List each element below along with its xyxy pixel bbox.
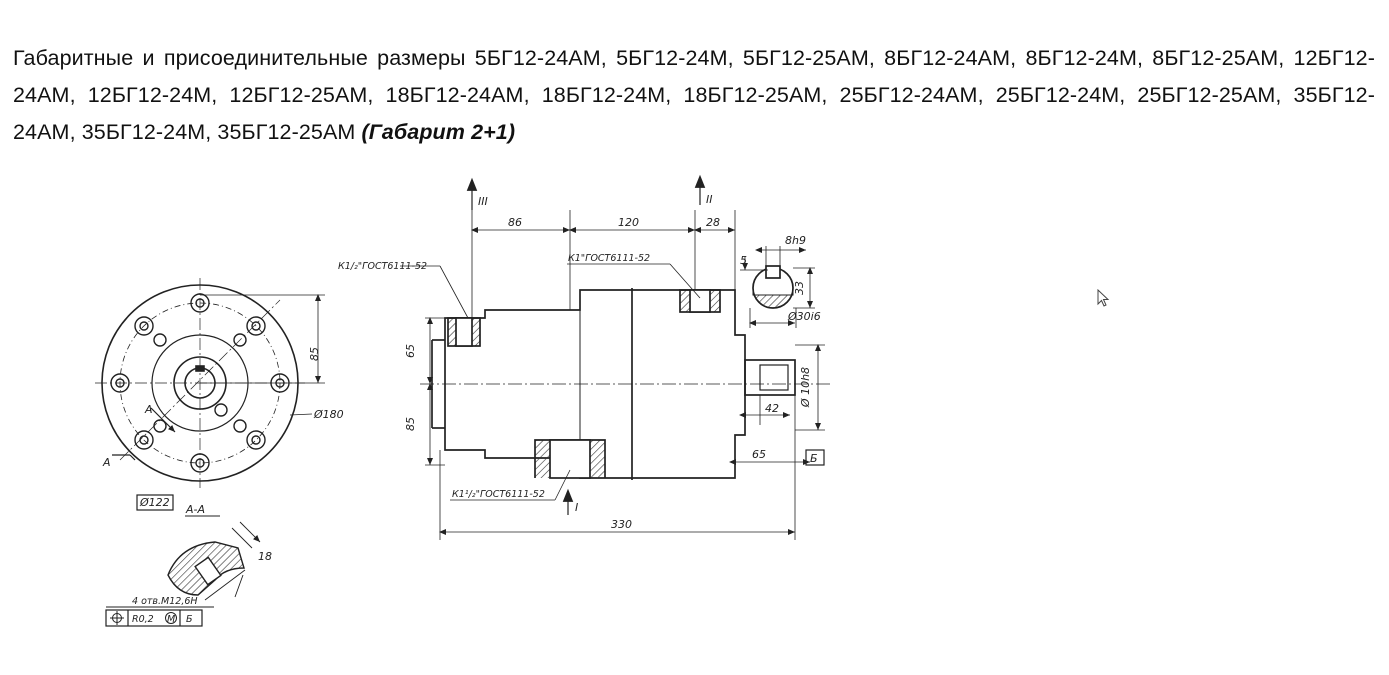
dim-30i6: Ø30i6 bbox=[787, 310, 821, 323]
dim-42: 42 bbox=[765, 402, 779, 415]
heading-text: Габаритные и присоединительные размеры 5… bbox=[13, 46, 1375, 144]
dim-330: 330 bbox=[611, 518, 632, 531]
dim-180: Ø180 bbox=[313, 408, 344, 421]
dim-122: Ø122 bbox=[139, 496, 170, 509]
section-a-a bbox=[105, 515, 261, 627]
dim-33: 33 bbox=[793, 281, 806, 295]
port-label-top-right: К1"ГОСТ6111-52 bbox=[568, 253, 650, 264]
pump-body-outline bbox=[444, 289, 746, 479]
section-mark-a: A bbox=[102, 456, 111, 469]
tolerance-modifier: М bbox=[167, 614, 175, 625]
dim-85-left: 85 bbox=[404, 417, 417, 431]
dim-10h8: Ø 10h8 bbox=[799, 367, 812, 408]
view-mark-iii: III bbox=[478, 195, 488, 208]
dim-65-shaft: 65 bbox=[752, 448, 766, 461]
front-view bbox=[95, 278, 325, 511]
page-heading: Габаритные и присоединительные размеры 5… bbox=[13, 40, 1375, 151]
dim-86: 86 bbox=[508, 216, 522, 229]
section-label: А-А bbox=[185, 503, 205, 516]
side-view bbox=[400, 174, 830, 540]
dim-18: 18 bbox=[258, 550, 272, 563]
datum-b: Б bbox=[810, 452, 818, 465]
technical-drawing: 85 Ø180 A A Ø122 А-А 18 4 отв.М12,6Н R0,… bbox=[95, 174, 830, 627]
dim-120: 120 bbox=[618, 216, 639, 229]
view-mark-ii: II bbox=[706, 193, 713, 206]
mouse-cursor-icon bbox=[1097, 289, 1110, 307]
view-mark-i: I bbox=[575, 501, 578, 514]
dim-8h9: 8h9 bbox=[785, 234, 806, 247]
section-mark-a-inner: A bbox=[144, 403, 153, 416]
holes-label: 4 отв.М12,6Н bbox=[132, 596, 198, 607]
heading-emphasis: (Габарит 2+1) bbox=[361, 120, 516, 144]
dim-28: 28 bbox=[706, 216, 720, 229]
tolerance-datum: Б bbox=[186, 614, 193, 625]
dim-5: 5 bbox=[740, 254, 747, 267]
port-label-top-left: К1/₂"ГОСТ6111-52 bbox=[338, 261, 427, 272]
port-label-bottom: К1¹/₂"ГОСТ6111-52 bbox=[452, 489, 545, 500]
tolerance-value: R0,2 bbox=[132, 614, 154, 625]
dim-85-flange: 85 bbox=[308, 347, 321, 361]
dim-65-top: 65 bbox=[404, 344, 417, 358]
